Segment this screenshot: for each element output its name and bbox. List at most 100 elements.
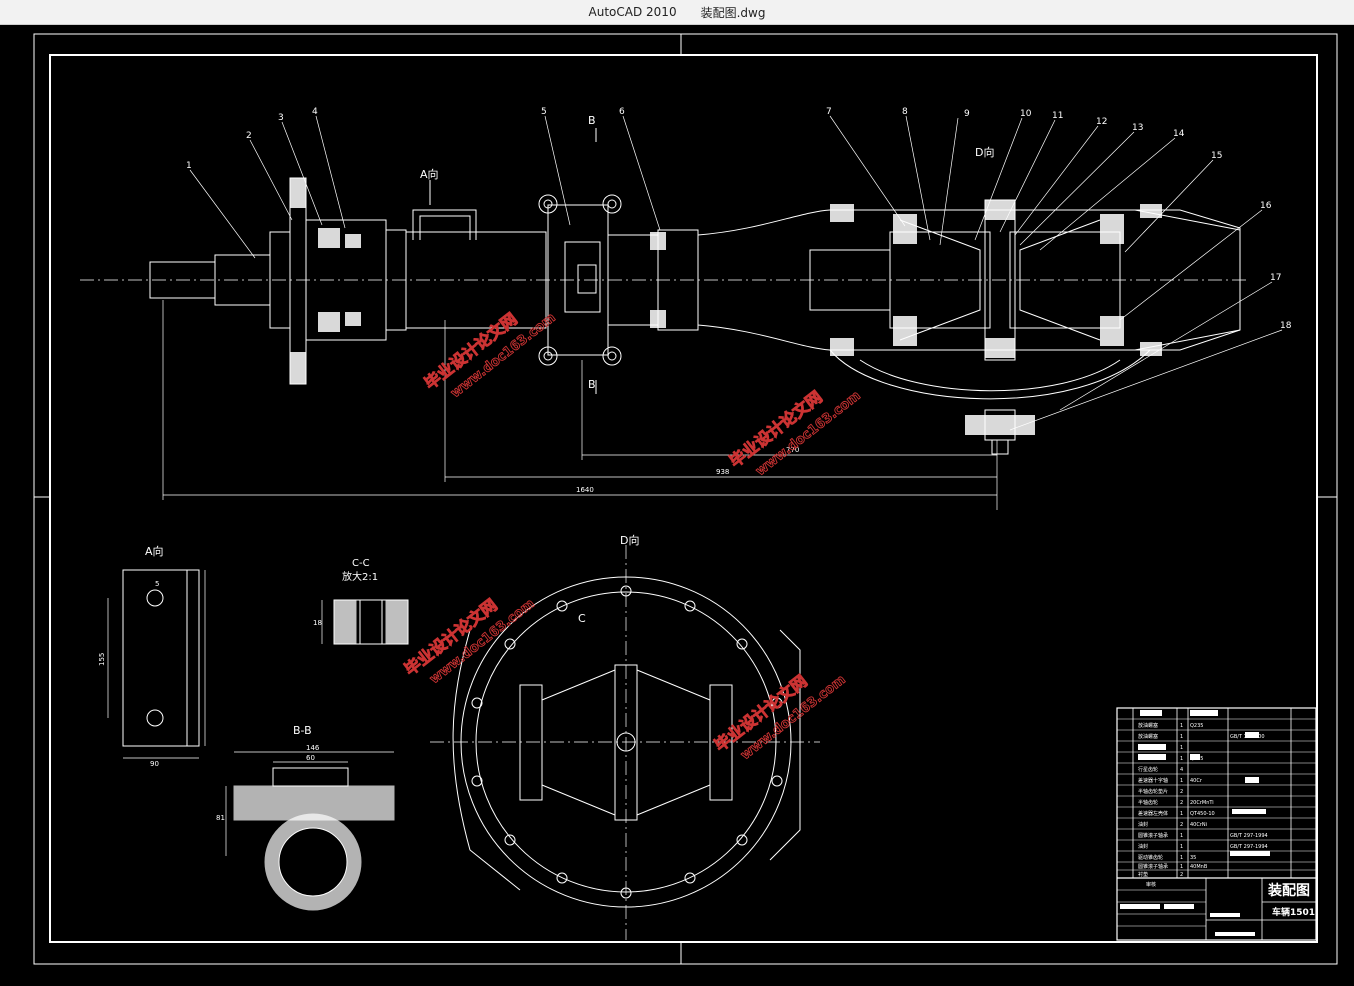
svg-text:2: 2 (1180, 872, 1183, 878)
svg-text:5: 5 (541, 107, 547, 117)
svg-text:4: 4 (312, 107, 318, 117)
svg-text:770: 770 (786, 446, 799, 454)
svg-text:GB/T 297-1994: GB/T 297-1994 (1230, 833, 1268, 839)
cc-section-view (321, 599, 409, 645)
svg-text:1640: 1640 (576, 486, 594, 494)
svg-text:18: 18 (313, 619, 322, 627)
a-view-dims: 155 90 5 (98, 580, 159, 768)
svg-text:60: 60 (306, 754, 315, 762)
svg-text:10: 10 (1020, 109, 1032, 119)
svg-text:油封: 油封 (1138, 821, 1148, 828)
svg-text:17: 17 (1270, 273, 1281, 283)
svg-text:11: 11 (1052, 111, 1063, 121)
title-block-heading: 装配图 车辆1501 (1267, 882, 1315, 918)
leader-lines (189, 115, 1283, 431)
svg-text:40Cr: 40Cr (1190, 778, 1203, 784)
svg-text:圆锥滚子轴承: 圆锥滚子轴承 (1138, 832, 1168, 839)
svg-text:Q235: Q235 (1190, 723, 1203, 729)
hatched-sections (290, 178, 1162, 435)
svg-text:1: 1 (1180, 756, 1183, 762)
svg-text:B-B: B-B (293, 724, 312, 737)
svg-text:1: 1 (1180, 811, 1183, 817)
svg-text:40MnB: 40MnB (1190, 864, 1208, 870)
svg-text:938: 938 (716, 468, 729, 476)
svg-text:1: 1 (1180, 745, 1183, 751)
svg-text:半轴齿轮垫片: 半轴齿轮垫片 (1138, 788, 1168, 795)
drawing-svg: 1 2 3 4 5 6 7 8 9 10 11 12 13 14 15 16 1… (33, 33, 1338, 965)
drawing-canvas[interactable]: 1 2 3 4 5 6 7 8 9 10 11 12 13 14 15 16 1… (0, 24, 1354, 982)
svg-text:1: 1 (1180, 723, 1183, 729)
svg-text:1: 1 (1180, 734, 1183, 740)
svg-text:2: 2 (246, 131, 252, 141)
svg-text:13: 13 (1132, 123, 1143, 133)
svg-text:1: 1 (1180, 778, 1183, 784)
svg-text:20CrMnTi: 20CrMnTi (1190, 800, 1214, 806)
svg-text:1: 1 (186, 161, 192, 171)
inner-frame (49, 54, 1318, 943)
svg-text:2: 2 (1180, 822, 1183, 828)
part-number-labels: 1 2 3 4 5 6 7 8 9 10 11 12 13 14 15 16 1… (186, 107, 1292, 331)
cc-labels: C-C 放大2:1 18 (313, 558, 378, 627)
svg-text:C: C (578, 612, 586, 625)
title-block-rows (1117, 718, 1316, 927)
svg-text:C-C: C-C (352, 558, 370, 569)
svg-text:1: 1 (1180, 844, 1183, 850)
svg-text:5: 5 (155, 580, 159, 588)
svg-text:2: 2 (1180, 800, 1183, 806)
file-name: 装配图.dwg (700, 5, 766, 20)
svg-text:16: 16 (1260, 201, 1272, 211)
svg-text:驱动锥齿轮: 驱动锥齿轮 (1138, 854, 1163, 861)
svg-text:14: 14 (1173, 129, 1185, 139)
svg-text:放油螺塞: 放油螺塞 (1138, 722, 1158, 729)
svg-text:圆锥滚子轴承: 圆锥滚子轴承 (1138, 863, 1168, 870)
svg-text:车辆1501: 车辆1501 (1272, 906, 1315, 918)
svg-text:40CrNi: 40CrNi (1190, 822, 1207, 828)
d-view-labels: D向 C (578, 533, 639, 625)
svg-text:B: B (588, 378, 596, 391)
svg-text:放油螺塞: 放油螺塞 (1138, 733, 1158, 740)
svg-text:审核: 审核 (1146, 881, 1156, 888)
svg-text:1: 1 (1180, 864, 1183, 870)
svg-text:6: 6 (619, 107, 625, 117)
bolt-holes (471, 585, 783, 899)
title-block-filled-cells (1120, 710, 1270, 936)
svg-text:半轴齿轮: 半轴齿轮 (1138, 799, 1158, 806)
bb-labels: B-B 146 60 81 (216, 724, 320, 822)
svg-text:9: 9 (964, 109, 970, 119)
svg-text:90: 90 (150, 760, 159, 768)
svg-text:QT450-10: QT450-10 (1190, 811, 1215, 817)
window-titlebar: AutoCAD 2010 装配图.dwg (0, 0, 1354, 25)
svg-text:装配图: 装配图 (1267, 882, 1310, 899)
svg-text:81: 81 (216, 814, 225, 822)
svg-text:B: B (588, 114, 596, 127)
svg-text:155: 155 (98, 653, 106, 666)
bb-section-view (225, 751, 395, 911)
svg-text:差速器十字轴: 差速器十字轴 (1138, 777, 1168, 784)
svg-text:3: 3 (278, 113, 284, 123)
svg-text:2: 2 (1180, 789, 1183, 795)
svg-text:1: 1 (1180, 855, 1183, 861)
dimension-lines (162, 300, 998, 510)
svg-text:35: 35 (1190, 855, 1196, 861)
svg-text:衬垫: 衬垫 (1138, 871, 1148, 878)
title-block (1116, 707, 1317, 941)
app-name: AutoCAD 2010 (588, 5, 677, 19)
svg-text:A向: A向 (420, 167, 439, 181)
svg-text:差速器左壳体: 差速器左壳体 (1138, 810, 1168, 817)
outer-frame (33, 33, 1338, 965)
svg-text:D向: D向 (975, 145, 994, 159)
svg-text:放大2:1: 放大2:1 (342, 570, 378, 583)
svg-text:12: 12 (1096, 117, 1107, 127)
svg-text:15: 15 (1211, 151, 1222, 161)
svg-text:146: 146 (306, 744, 320, 752)
a-view-detail (107, 569, 206, 759)
svg-text:GB/T 297-1994: GB/T 297-1994 (1230, 844, 1268, 850)
svg-text:D向: D向 (620, 533, 639, 547)
svg-text:油封: 油封 (1138, 843, 1148, 850)
svg-text:18: 18 (1280, 321, 1292, 331)
svg-text:8: 8 (902, 107, 908, 117)
d-view-cover (430, 545, 820, 940)
dimension-values: 1640 938 770 (576, 446, 799, 494)
svg-text:行星齿轮: 行星齿轮 (1138, 766, 1158, 773)
svg-text:1: 1 (1180, 833, 1183, 839)
